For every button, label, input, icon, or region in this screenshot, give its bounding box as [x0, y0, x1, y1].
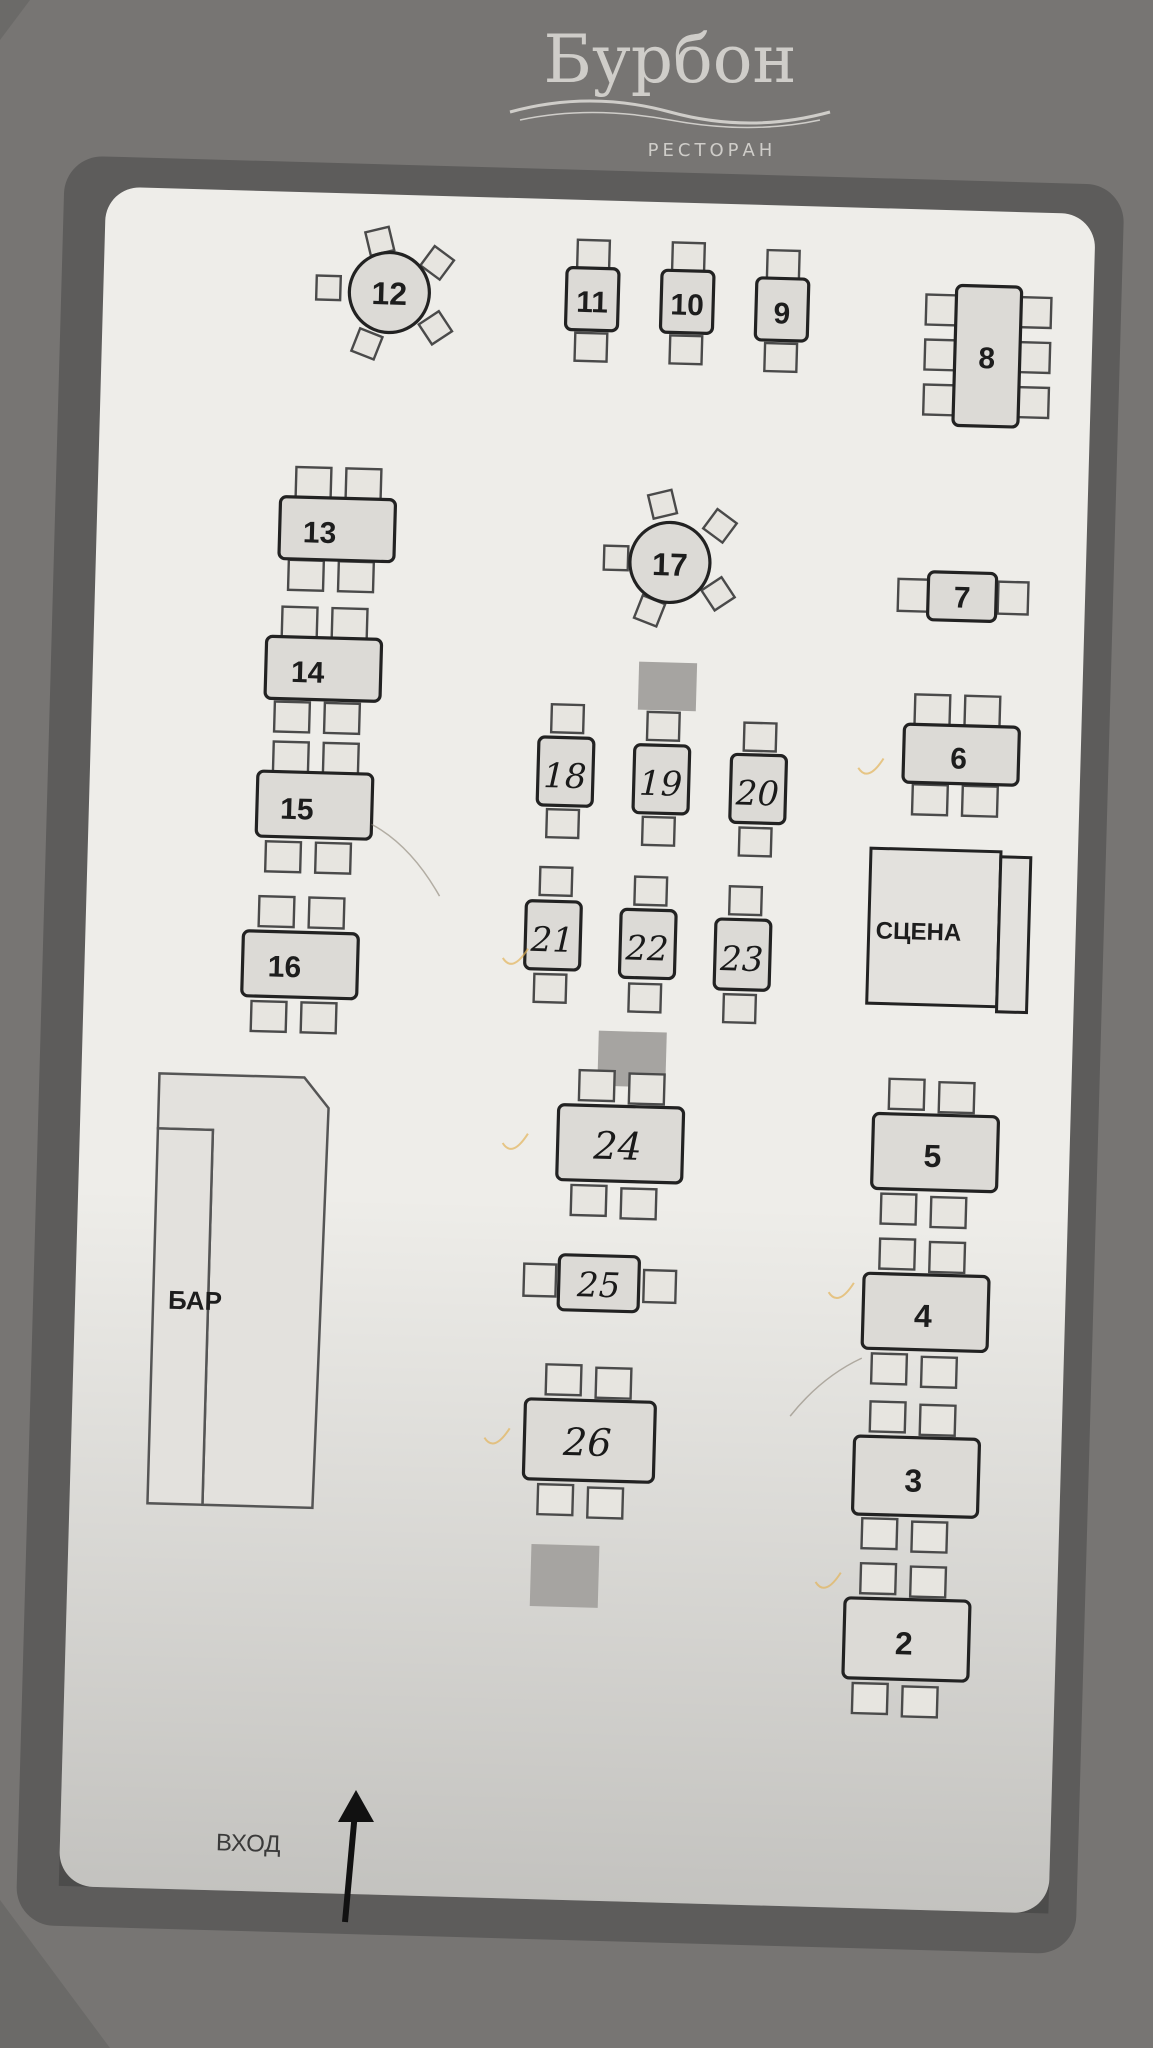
table-11-number: 11 [576, 286, 609, 320]
table-19[interactable]: 19 [631, 710, 692, 847]
table-16-number: 16 [267, 950, 301, 984]
table-23[interactable]: 23 [712, 885, 773, 1025]
table-17-number: 17 [652, 546, 689, 583]
table-19-number: 19 [639, 764, 683, 805]
table-24-number: 24 [592, 1124, 643, 1169]
logo-subtitle: РЕСТОРАН [648, 140, 777, 161]
table-13[interactable]: 13 [277, 465, 398, 594]
table-6-number: 6 [950, 742, 968, 775]
table-3[interactable]: 3 [850, 1400, 981, 1554]
bar-counter: БАР [146, 1072, 330, 1510]
table-7-number: 7 [953, 581, 971, 614]
table-2[interactable]: 2 [841, 1561, 972, 1719]
table-8[interactable]: 8 [921, 283, 1053, 429]
table-9[interactable]: 9 [753, 248, 811, 374]
table-24[interactable]: 24 [555, 1068, 686, 1221]
stage-label: СЦЕНА [875, 917, 961, 946]
table-2-number: 2 [894, 1625, 913, 1661]
table-15-number: 15 [280, 793, 314, 827]
table-6[interactable]: 6 [901, 693, 1021, 818]
table-16[interactable]: 16 [240, 894, 360, 1035]
table-5[interactable]: 5 [870, 1077, 1001, 1230]
table-20-number: 20 [734, 773, 779, 814]
table-21[interactable]: 21 [523, 865, 583, 1004]
table-10-number: 10 [670, 288, 704, 322]
table-22-number: 22 [624, 928, 669, 969]
table-12-number: 12 [371, 275, 408, 312]
logo-name: Бурбон [543, 21, 796, 98]
table-14[interactable]: 14 [263, 605, 384, 736]
stage: СЦЕНА [865, 846, 1033, 1015]
table-15[interactable]: 15 [254, 740, 375, 875]
service-block [637, 661, 698, 712]
table-4[interactable]: 4 [860, 1237, 991, 1389]
table-17[interactable]: 17 [602, 488, 739, 629]
table-11[interactable]: 11 [563, 238, 621, 363]
table-4-number: 4 [914, 1298, 933, 1334]
table-5-number: 5 [923, 1138, 942, 1174]
table-18[interactable]: 18 [535, 702, 596, 840]
entrance-label: ВХОД [216, 1829, 281, 1858]
table-14-number: 14 [291, 656, 326, 690]
table-8-number: 8 [978, 342, 996, 375]
table-3-number: 3 [904, 1462, 923, 1498]
table-23-number: 23 [719, 939, 764, 980]
table-12[interactable]: 12 [314, 225, 456, 362]
table-22[interactable]: 22 [617, 875, 678, 1014]
table-25[interactable]: 25 [522, 1253, 678, 1314]
service-block [529, 1543, 600, 1608]
table-13-number: 13 [302, 516, 336, 550]
table-21-number: 21 [529, 920, 574, 961]
table-25-number: 25 [576, 1265, 621, 1306]
table-10[interactable]: 10 [658, 241, 716, 366]
table-26-number: 26 [562, 1420, 613, 1465]
table-20[interactable]: 20 [728, 721, 789, 858]
table-26[interactable]: 26 [521, 1363, 657, 1520]
table-7[interactable]: 7 [896, 570, 1030, 624]
table-18-number: 18 [543, 756, 587, 797]
restaurant-logo: Бурбон РЕСТОРАН [509, 21, 831, 161]
bar-label: БАР [168, 1285, 223, 1316]
table-9-number: 9 [773, 297, 791, 330]
entrance-arrow-icon [338, 1790, 374, 1923]
